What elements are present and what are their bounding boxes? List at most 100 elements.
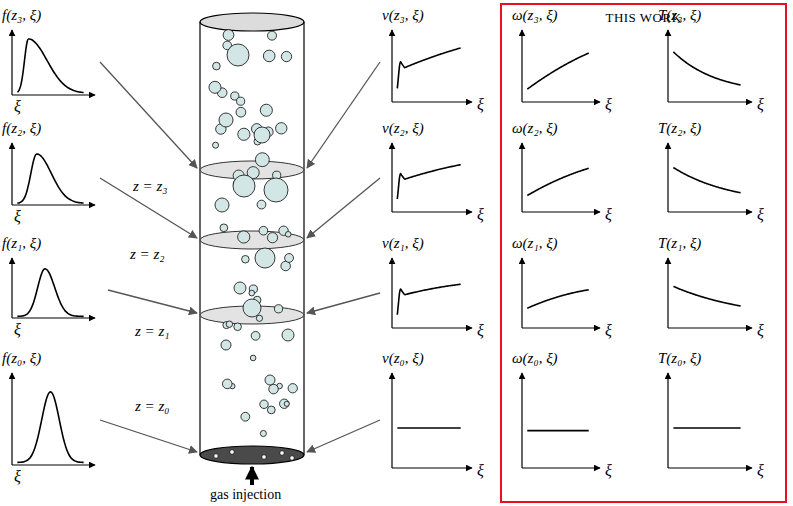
curve: [527, 430, 588, 432]
y-axis: [521, 258, 522, 328]
bubble: [260, 400, 268, 408]
x-axis: [392, 467, 472, 468]
curve: [673, 286, 740, 306]
curve: [527, 290, 588, 308]
bubble: [255, 153, 269, 167]
height-label: z = z₀: [135, 398, 170, 415]
bubble: [269, 384, 279, 394]
axis-label: ξ: [14, 98, 21, 116]
bubble: [241, 412, 250, 421]
plot: [392, 30, 472, 102]
bubble: [215, 198, 229, 212]
bubble: [221, 340, 231, 350]
plot: [12, 143, 95, 205]
bubble: [234, 323, 242, 331]
axis-label: ξ: [477, 206, 484, 224]
x-axis: [12, 94, 95, 95]
plot: [392, 143, 472, 212]
bubble: [260, 430, 266, 436]
axis-label: ξ: [605, 462, 612, 480]
bubble: [227, 44, 249, 66]
plot: [668, 143, 752, 212]
bubble: [243, 299, 261, 317]
bubble: [233, 175, 255, 197]
pointer-arrow: [100, 178, 197, 238]
injection-arrow: [250, 467, 254, 485]
axis-label: ξ: [757, 206, 764, 224]
pointer-arrow: [307, 178, 380, 238]
plot: [12, 258, 95, 318]
bubble: [213, 62, 221, 70]
x-axis: [522, 467, 600, 468]
x-axis: [668, 211, 752, 212]
axis-label: ξ: [14, 208, 21, 226]
curve: [17, 154, 83, 203]
plot-title: ω(z₃, ξ): [512, 7, 558, 24]
bubble: [265, 375, 275, 385]
x-axis: [12, 204, 95, 205]
y-axis: [521, 30, 522, 102]
bubble: [238, 128, 250, 140]
x-axis: [12, 464, 95, 465]
curve: [397, 284, 460, 314]
curve: [17, 269, 83, 317]
y-axis: [391, 30, 392, 102]
bubble: [242, 255, 250, 263]
caption-label: gas injection: [210, 487, 281, 502]
y-axis: [391, 143, 392, 212]
curve: [397, 427, 460, 429]
y-axis: [11, 30, 12, 95]
plot: [522, 258, 600, 328]
y-axis: [11, 373, 12, 465]
axis-label: ξ: [757, 462, 764, 480]
curve: [673, 52, 740, 85]
highlight-box: THIS WORK: [500, 3, 787, 503]
plot: [12, 30, 95, 95]
bubble: [259, 226, 268, 235]
height-label: z = z₁: [135, 323, 170, 340]
bubble: [236, 107, 246, 117]
bubble: [288, 384, 297, 393]
axis-label: ξ: [757, 96, 764, 114]
bubble: [251, 331, 260, 340]
bubble: [264, 178, 288, 202]
axis-label: ξ: [757, 322, 764, 340]
y-axis: [391, 373, 392, 468]
bubble: [256, 315, 262, 321]
plot-title: T(z₂, ξ): [658, 120, 701, 137]
curve: [673, 427, 740, 429]
curve: [397, 48, 460, 88]
bubble: [237, 97, 245, 105]
y-axis: [667, 143, 668, 212]
plot-title: v(z₃, ξ): [382, 7, 424, 24]
bubble: [285, 254, 294, 263]
y-axis: [667, 258, 668, 328]
bubble: [274, 305, 282, 313]
curve: [527, 168, 588, 195]
plot-title: f(z₂, ξ): [2, 120, 41, 137]
bubble: [284, 401, 289, 406]
plot-title: ω(z₀, ξ): [512, 350, 558, 367]
plot: [522, 143, 600, 212]
axis-label: ξ: [14, 321, 21, 339]
pointer-arrow: [307, 420, 380, 452]
axis-label: ξ: [605, 96, 612, 114]
curve: [397, 165, 460, 199]
x-axis: [668, 327, 752, 328]
x-axis: [668, 101, 752, 102]
bubble: [281, 51, 291, 61]
plot-title: v(z₂, ξ): [382, 120, 424, 137]
bubble: [234, 282, 246, 294]
plot-title: f(z₀, ξ): [2, 350, 41, 367]
bubble: [255, 248, 275, 268]
y-axis: [667, 30, 668, 102]
plot: [392, 258, 472, 328]
axis-label: ξ: [605, 322, 612, 340]
y-axis: [11, 143, 12, 205]
curve: [673, 168, 740, 193]
plot-title: T(z₀, ξ): [658, 350, 701, 367]
plot-title: v(z₀, ξ): [382, 350, 424, 367]
bubble: [249, 290, 255, 296]
plot: [668, 373, 752, 468]
x-axis: [392, 327, 472, 328]
